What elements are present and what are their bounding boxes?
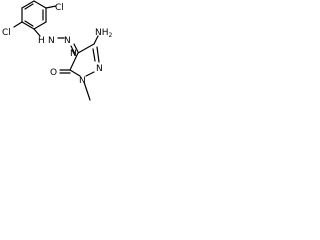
bond-ring-inner-3 (24, 20, 34, 27)
label-cl-left: Cl (2, 28, 11, 38)
benzene-ring (21, 0, 47, 30)
bond-n-c-single (73, 43, 79, 53)
bond-c4-c3 (77, 43, 95, 54)
pyrazolone-ring (69, 43, 100, 77)
bond-n1-methyl (83, 81, 91, 101)
bond-c3-n2-inner (92, 48, 96, 62)
bond-phenyl-nh (33, 28, 41, 37)
bond-ring-c4-c5 (21, 0, 35, 9)
bond-c5-c4 (69, 52, 79, 71)
label-carbonyl-o: O (50, 68, 57, 78)
label-amino-subscript: 2 (109, 32, 113, 39)
bond-n2-n1 (85, 71, 95, 77)
bond-ring-c3-c4 (33, 0, 47, 9)
bond-ring-c1-c2 (33, 21, 47, 30)
bond-ring-c6-c1 (21, 21, 35, 30)
bond-c-cl-right (45, 5, 57, 9)
bond-n1-c5 (69, 69, 81, 77)
bond-c3-n2-double (96, 46, 100, 63)
label-amino: NH2 (95, 28, 113, 39)
label-amino-nh: NH (95, 28, 109, 38)
bond-n-c-double (70, 45, 76, 55)
label-cl-top: Cl (55, 3, 64, 13)
bond-c-cl-left (13, 21, 23, 28)
label-hydrazine-n1: N (48, 36, 55, 46)
bond-ring-inner-2 (24, 3, 34, 10)
label-hydrazone-n: N (70, 49, 77, 59)
label-hydrazine-h: H (38, 36, 45, 46)
label-hydrazine-n2: N (64, 36, 71, 46)
bond-c3-nh2 (93, 35, 99, 45)
label-ring-n1: N (79, 76, 86, 86)
chemical-structure-diagram: Cl Cl H N N N NH2 N N O (2, 0, 113, 101)
label-ring-n2: N (96, 64, 103, 74)
